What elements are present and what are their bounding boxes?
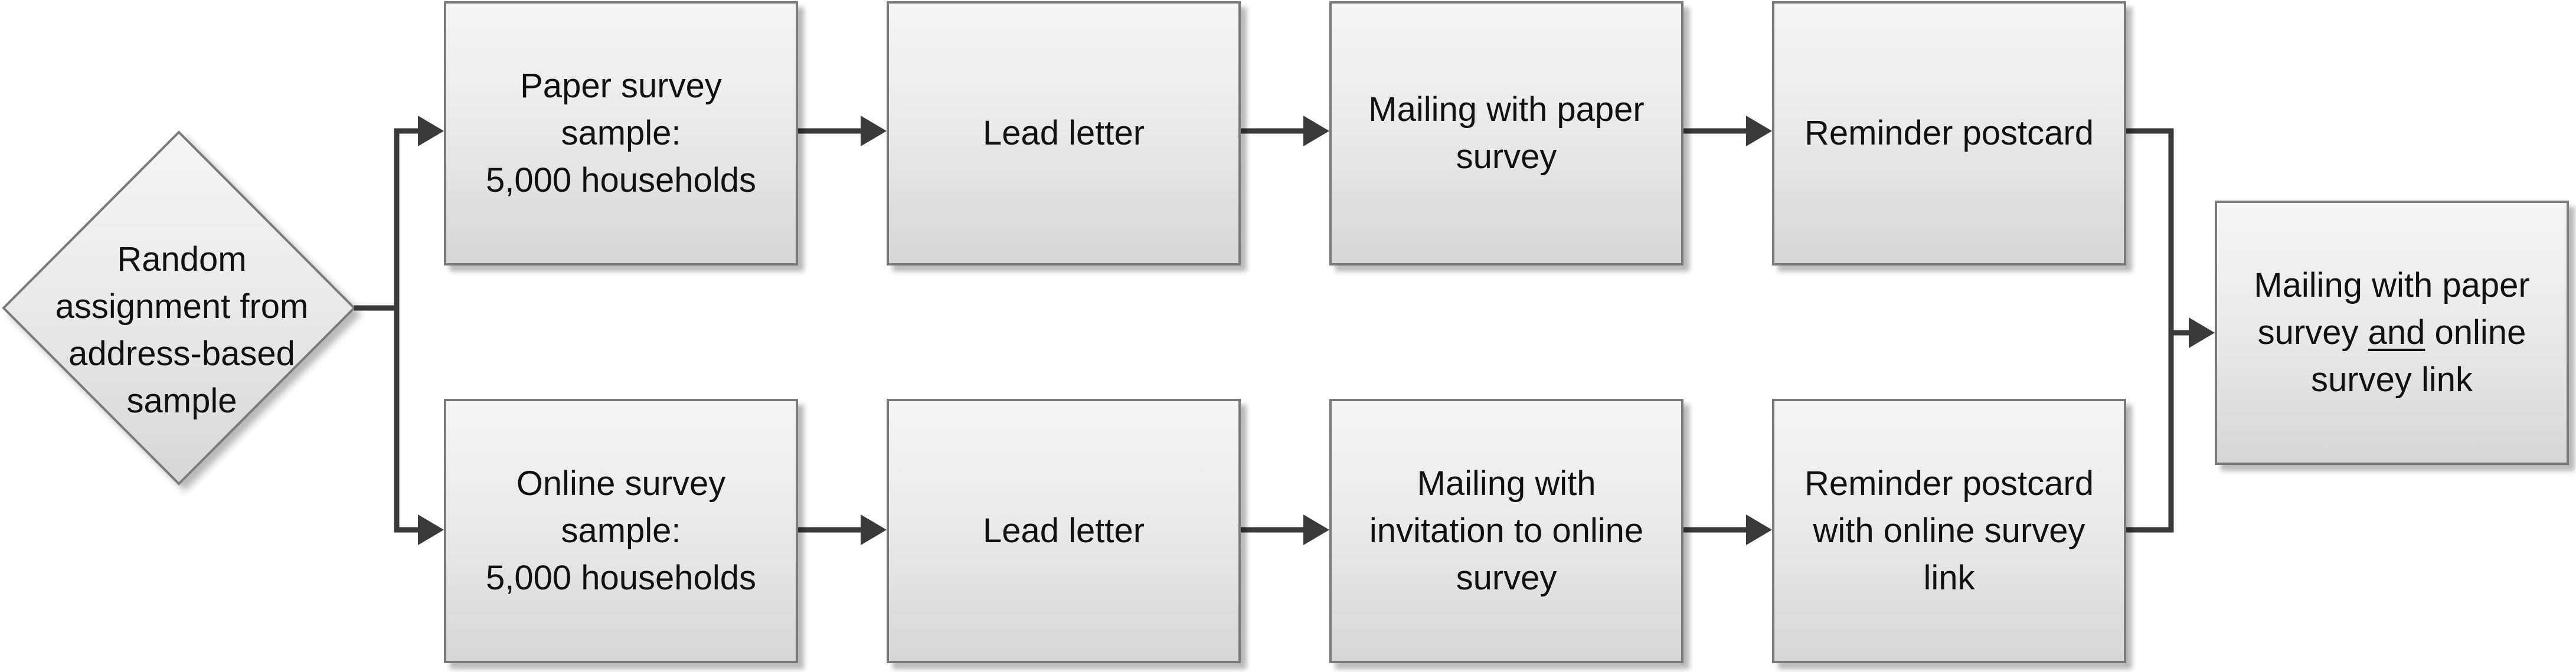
online-mailing-box: Mailing with invitation to online survey — [1329, 399, 1683, 663]
text-line: Mailing with paper — [2254, 266, 2530, 304]
online-survey-sample-text: Online survey sample: 5,000 households — [472, 460, 770, 602]
online-mailing-text: Mailing with invitation to online survey — [1355, 460, 1658, 602]
arrowhead — [861, 116, 887, 146]
paper-reminder-postcard-box: Reminder postcard — [1772, 1, 2126, 265]
connector-to-paper-sample — [394, 128, 424, 308]
text-line: with online survey — [1813, 512, 2085, 550]
online-lead-letter-text: Lead letter — [982, 512, 1145, 550]
text-line: assignment from — [55, 287, 309, 326]
text-line: Reminder postcard — [1804, 464, 2094, 503]
text-line: 5,000 households — [486, 161, 756, 199]
paper-lead-letter-box: Lead letter — [887, 1, 1241, 265]
arrowhead — [2189, 317, 2215, 348]
online-survey-sample-box: Online survey sample: 5,000 households — [444, 399, 798, 663]
random-assignment-diamond — [2, 130, 356, 486]
text-line: survey — [1456, 137, 1557, 176]
arrowhead — [861, 514, 887, 545]
text-line: Mailing with paper — [1368, 90, 1645, 129]
text-line: sample — [126, 382, 237, 420]
text-line: Paper survey — [520, 67, 722, 105]
connector-to-online-sample — [394, 308, 424, 533]
online-reminder-postcard-box: Reminder postcard with online survey lin… — [1772, 399, 2126, 663]
random-assignment-text: Random assignment from address-based sam… — [55, 236, 309, 425]
arrowhead — [1746, 514, 1772, 545]
paper-mailing-text: Mailing with paper survey — [1354, 86, 1658, 181]
text-line: sample: — [561, 114, 681, 152]
underlined-and: and — [2368, 313, 2425, 352]
text-line: survey and online — [2257, 313, 2526, 352]
connector-paper-reminder-to-merge — [2126, 128, 2174, 533]
text-line: survey — [1456, 559, 1557, 597]
text-line: Reminder postcard — [1804, 114, 2094, 152]
text-line: invitation to online — [1369, 512, 1644, 550]
arrowhead — [1303, 116, 1329, 146]
final-combined-mailing-text: Mailing with paper survey and online sur… — [2240, 262, 2544, 404]
arrowhead — [418, 514, 444, 545]
text-line: sample: — [561, 512, 681, 550]
paper-mailing-box: Mailing with paper survey — [1329, 1, 1683, 265]
text-line: 5,000 households — [486, 559, 756, 597]
text-line: Mailing with — [1417, 464, 1596, 503]
text-line: address-based — [68, 335, 295, 373]
text-line: Random — [117, 240, 247, 278]
text-line: link — [1923, 559, 1975, 597]
online-reminder-text: Reminder postcard with online survey lin… — [1790, 460, 2108, 602]
final-combined-mailing-box: Mailing with paper survey and online sur… — [2215, 201, 2569, 465]
text-line: survey link — [2311, 360, 2473, 399]
text-line: Online survey — [516, 464, 726, 503]
paper-lead-letter-text: Lead letter — [982, 114, 1145, 152]
paper-reminder-text: Reminder postcard — [1790, 110, 2108, 157]
arrowhead — [418, 116, 444, 146]
paper-survey-sample-box: Paper survey sample: 5,000 households — [444, 1, 798, 265]
arrowhead — [1303, 514, 1329, 545]
random-assignment-label: Random assignment from address-based sam… — [11, 195, 353, 466]
arrowhead — [1746, 116, 1772, 146]
paper-survey-sample-text: Paper survey sample: 5,000 households — [472, 63, 770, 204]
online-lead-letter-box: Lead letter — [887, 399, 1241, 663]
